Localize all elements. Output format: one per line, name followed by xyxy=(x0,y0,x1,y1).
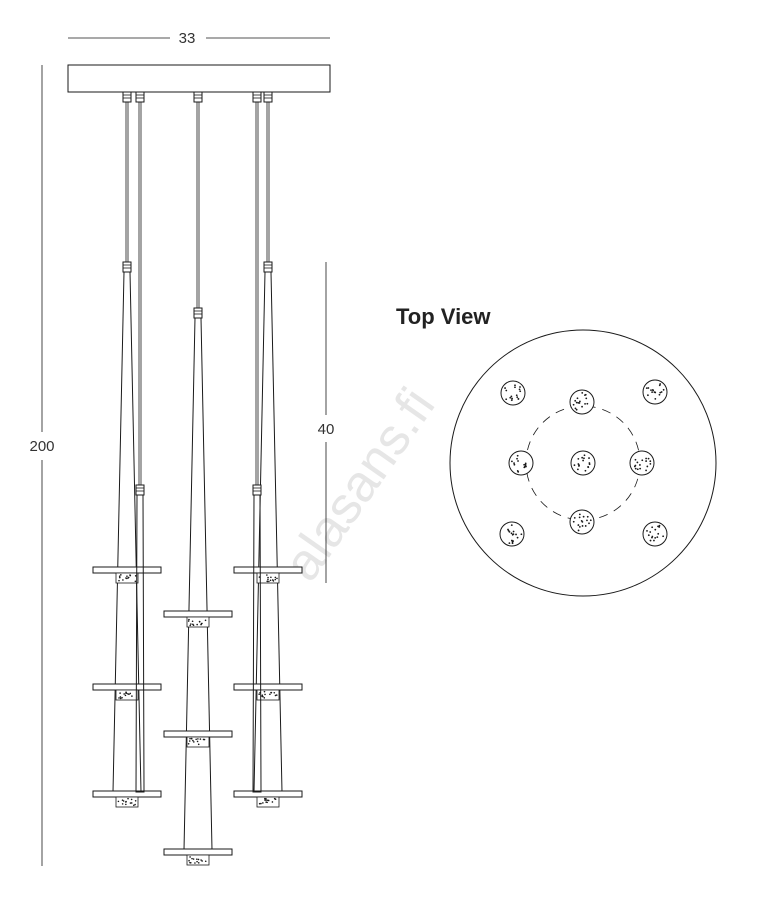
height-dimension: 200 xyxy=(29,65,55,866)
top-view xyxy=(449,329,717,597)
top-view-light-head xyxy=(642,379,668,405)
top-view-light-head xyxy=(569,509,595,535)
pendant-lamp xyxy=(135,91,145,793)
cable-connector xyxy=(135,484,145,496)
cable-connector xyxy=(122,261,132,273)
top-view-light-head xyxy=(500,380,526,406)
height-dimension-label: 200 xyxy=(29,438,54,455)
textured-diffuser xyxy=(256,689,280,701)
cable-connector xyxy=(122,91,132,103)
light-plate xyxy=(233,566,303,584)
textured-diffuser xyxy=(115,689,139,701)
light-plate xyxy=(163,848,233,866)
ceiling-canopy xyxy=(67,64,331,93)
watermark: alasans.fi xyxy=(273,378,447,591)
pendant-lamp xyxy=(252,91,262,793)
textured-diffuser xyxy=(256,572,280,584)
pendant-lamp xyxy=(233,91,303,808)
top-view-light-head xyxy=(642,521,668,547)
top-view-light-head xyxy=(570,450,596,476)
cable-connector xyxy=(252,484,262,496)
top-view-light-head xyxy=(499,521,525,547)
light-plate xyxy=(92,566,162,584)
light-plate xyxy=(163,730,233,748)
cable-connector xyxy=(193,307,203,319)
textured-diffuser xyxy=(115,796,139,808)
cable-connector xyxy=(135,91,145,103)
pendants xyxy=(92,91,303,866)
pendant-lamp xyxy=(163,91,233,866)
textured-diffuser xyxy=(186,616,210,628)
top-view-title: Top View xyxy=(396,304,491,329)
light-plate xyxy=(92,790,162,808)
cable-connector xyxy=(263,261,273,273)
cable-connector xyxy=(252,91,262,103)
textured-diffuser xyxy=(186,736,210,748)
light-plate xyxy=(233,683,303,701)
pendant-length-dimension: 40 xyxy=(318,262,335,583)
top-view-light-head xyxy=(508,450,534,476)
textured-diffuser xyxy=(115,572,139,584)
light-plate xyxy=(233,790,303,808)
top-view-light-head xyxy=(629,450,655,476)
width-dimension-label: 33 xyxy=(179,30,196,47)
textured-diffuser xyxy=(256,796,280,808)
light-plate xyxy=(92,683,162,701)
pendant-length-label: 40 xyxy=(318,421,335,438)
top-view-canopy-circle xyxy=(449,329,717,597)
cable-connector xyxy=(193,91,203,103)
light-plate xyxy=(163,610,233,628)
textured-diffuser xyxy=(186,854,210,866)
pendant-lamp xyxy=(92,91,162,808)
width-dimension: 33 xyxy=(68,30,330,47)
cable-connector xyxy=(263,91,273,103)
top-view-light-head xyxy=(569,389,595,415)
